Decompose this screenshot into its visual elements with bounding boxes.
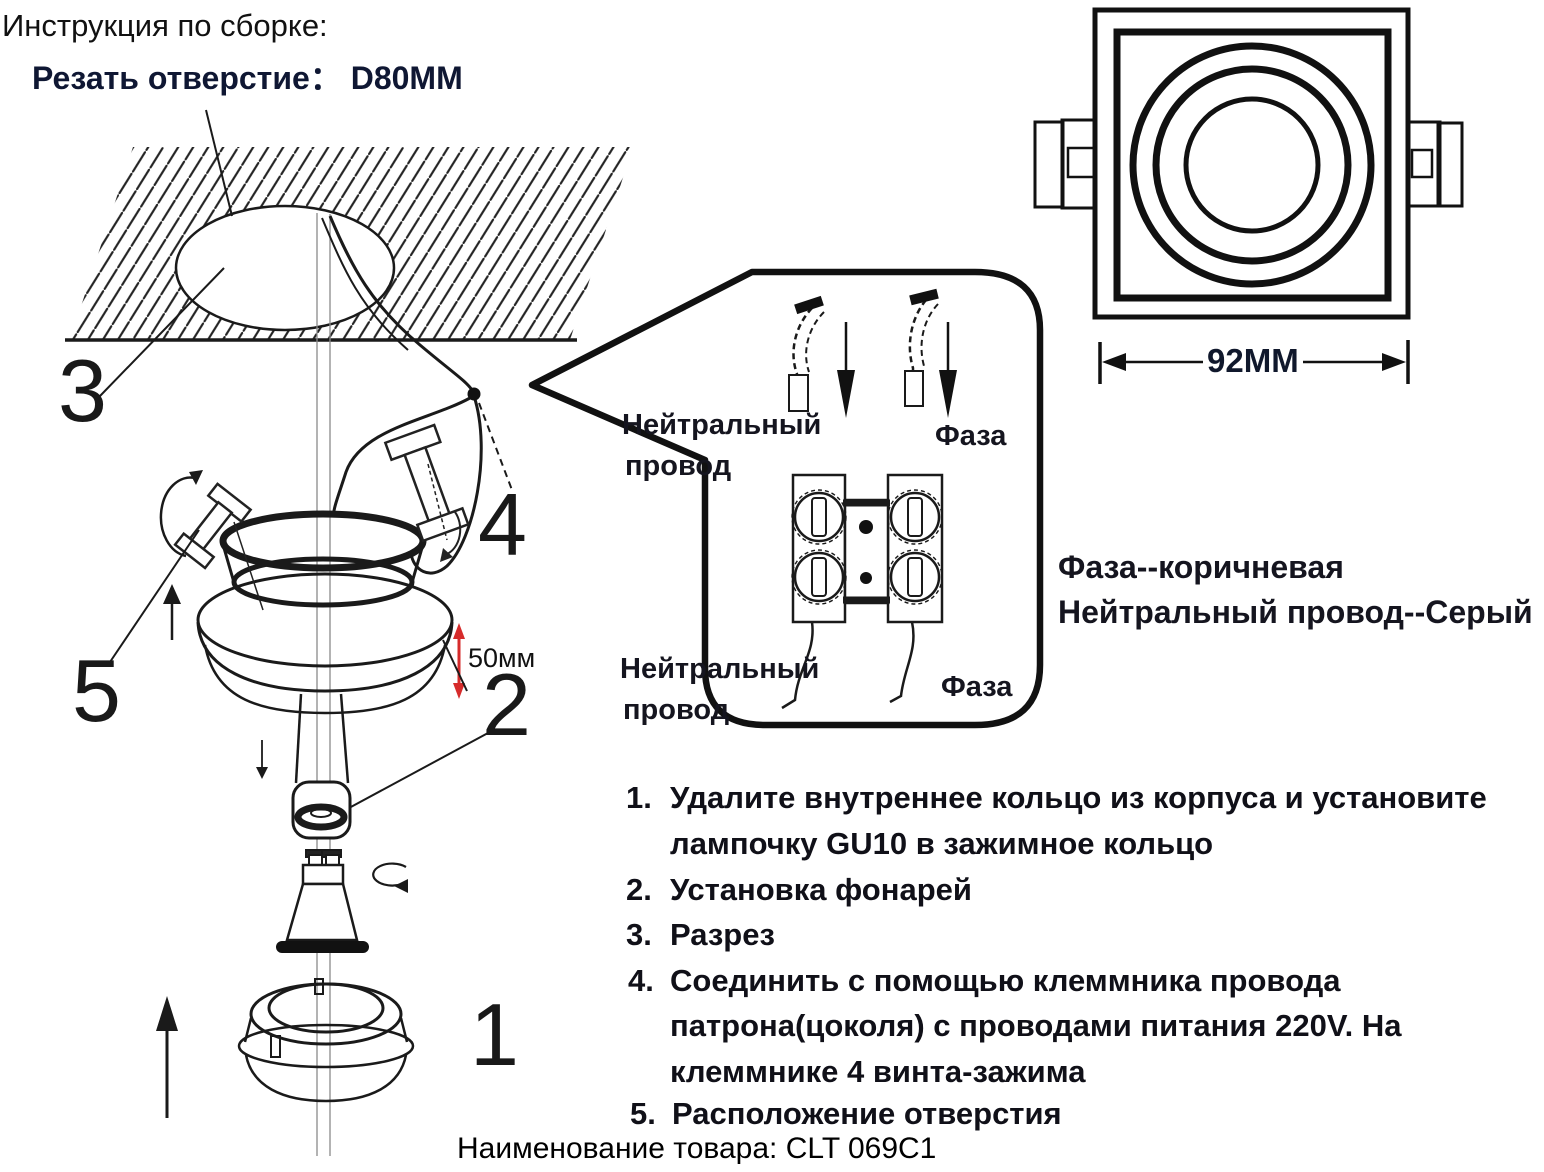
- wiring-note-line2: Нейтральный провод--Серый: [1058, 594, 1533, 630]
- center-guide-lines: [316, 213, 331, 1156]
- clamp-ring: [237, 978, 415, 1103]
- instruction-3-line1: Разрез: [670, 917, 775, 952]
- part3-leader: [99, 267, 225, 397]
- callout-wire-bottom-left: [781, 621, 814, 710]
- depth-dimension-label: 50мм: [468, 643, 536, 673]
- fixture-body: [196, 510, 454, 715]
- callout-neutral-bottom-line2: провод: [623, 694, 730, 726]
- callout-neutral-top-line2: провод: [625, 450, 732, 482]
- cut-label-leader: [205, 109, 233, 217]
- cut-hole-label: Резать отверстие： D80MM: [32, 60, 463, 96]
- terminal-screws: [791, 489, 943, 605]
- part-number-4: 4: [478, 475, 527, 574]
- instruction-4-line1: Соединить с помощью клеммника провода: [670, 963, 1341, 998]
- part-number-3: 3: [58, 341, 107, 440]
- callout-bubble: [528, 268, 1044, 729]
- instruction-1-line1: Удалите внутреннее кольцо из корпуса и у…: [670, 780, 1487, 815]
- mount-clip-right: [1406, 120, 1464, 208]
- instruction-2-line1: Установка фонарей: [670, 872, 972, 907]
- instruction-3-number: 3.: [626, 917, 652, 952]
- depth-dimension-arrow: [453, 623, 465, 699]
- instruction-4-line2: патрона(цоколя) с проводами питания 220V…: [670, 1008, 1402, 1043]
- instruction-5-line1: Расположение отверстия: [672, 1096, 1062, 1131]
- supply-wires: [321, 215, 513, 575]
- instruction-1-number: 1.: [626, 780, 652, 815]
- part-number-1: 1: [470, 985, 519, 1084]
- callout-neutral-top-line1: Нейтральный: [622, 409, 822, 441]
- callout-wire-bottom-right: [889, 621, 915, 704]
- instruction-2-number: 2.: [626, 872, 652, 907]
- callout-neutral-bottom-line1: Нейтральный: [620, 653, 820, 685]
- instruction-4-line3: клеммнике 4 винта-зажима: [670, 1054, 1086, 1089]
- part5-leader: [109, 529, 200, 663]
- wire-knot: [467, 387, 481, 401]
- width-dimension-label: 92MM: [1203, 342, 1303, 380]
- callout-insert-arrows: [837, 322, 957, 418]
- callout-phase-top: Фаза: [935, 420, 1007, 452]
- ceiling-section: [65, 109, 633, 397]
- bulb-flange: [276, 941, 369, 953]
- spring-clip-left: [173, 482, 264, 611]
- tilt-arrow: [109, 470, 203, 663]
- spring-clip-right: [383, 423, 470, 562]
- gu10-bulb: [276, 849, 408, 953]
- part2-leaders: [348, 639, 489, 809]
- callout-phase-bottom: Фаза: [941, 671, 1013, 703]
- mount-clip-left: [1033, 118, 1097, 210]
- product-name: Наименование товара: CLT 069C1: [457, 1132, 937, 1165]
- cut-hole: [174, 204, 396, 332]
- terminal-block: [781, 473, 944, 710]
- part-number-2: 2: [482, 655, 531, 754]
- up-arrow-large: [156, 996, 178, 1118]
- part4-leader: [478, 402, 513, 491]
- lamp-socket: [256, 693, 352, 840]
- wiring-note-line1: Фаза--коричневая: [1058, 549, 1344, 585]
- part-number-5: 5: [72, 641, 121, 740]
- callout-wires-top: [788, 288, 939, 412]
- instruction-1-line2: лампочку GU10 в зажимное кольцо: [670, 826, 1214, 861]
- instruction-4-number: 4.: [628, 963, 654, 998]
- front-view: [1033, 7, 1464, 320]
- page-title: Инструкция по сборке:: [2, 8, 328, 43]
- instruction-5-number: 5.: [630, 1096, 656, 1131]
- rotate-arrow: [372, 862, 407, 887]
